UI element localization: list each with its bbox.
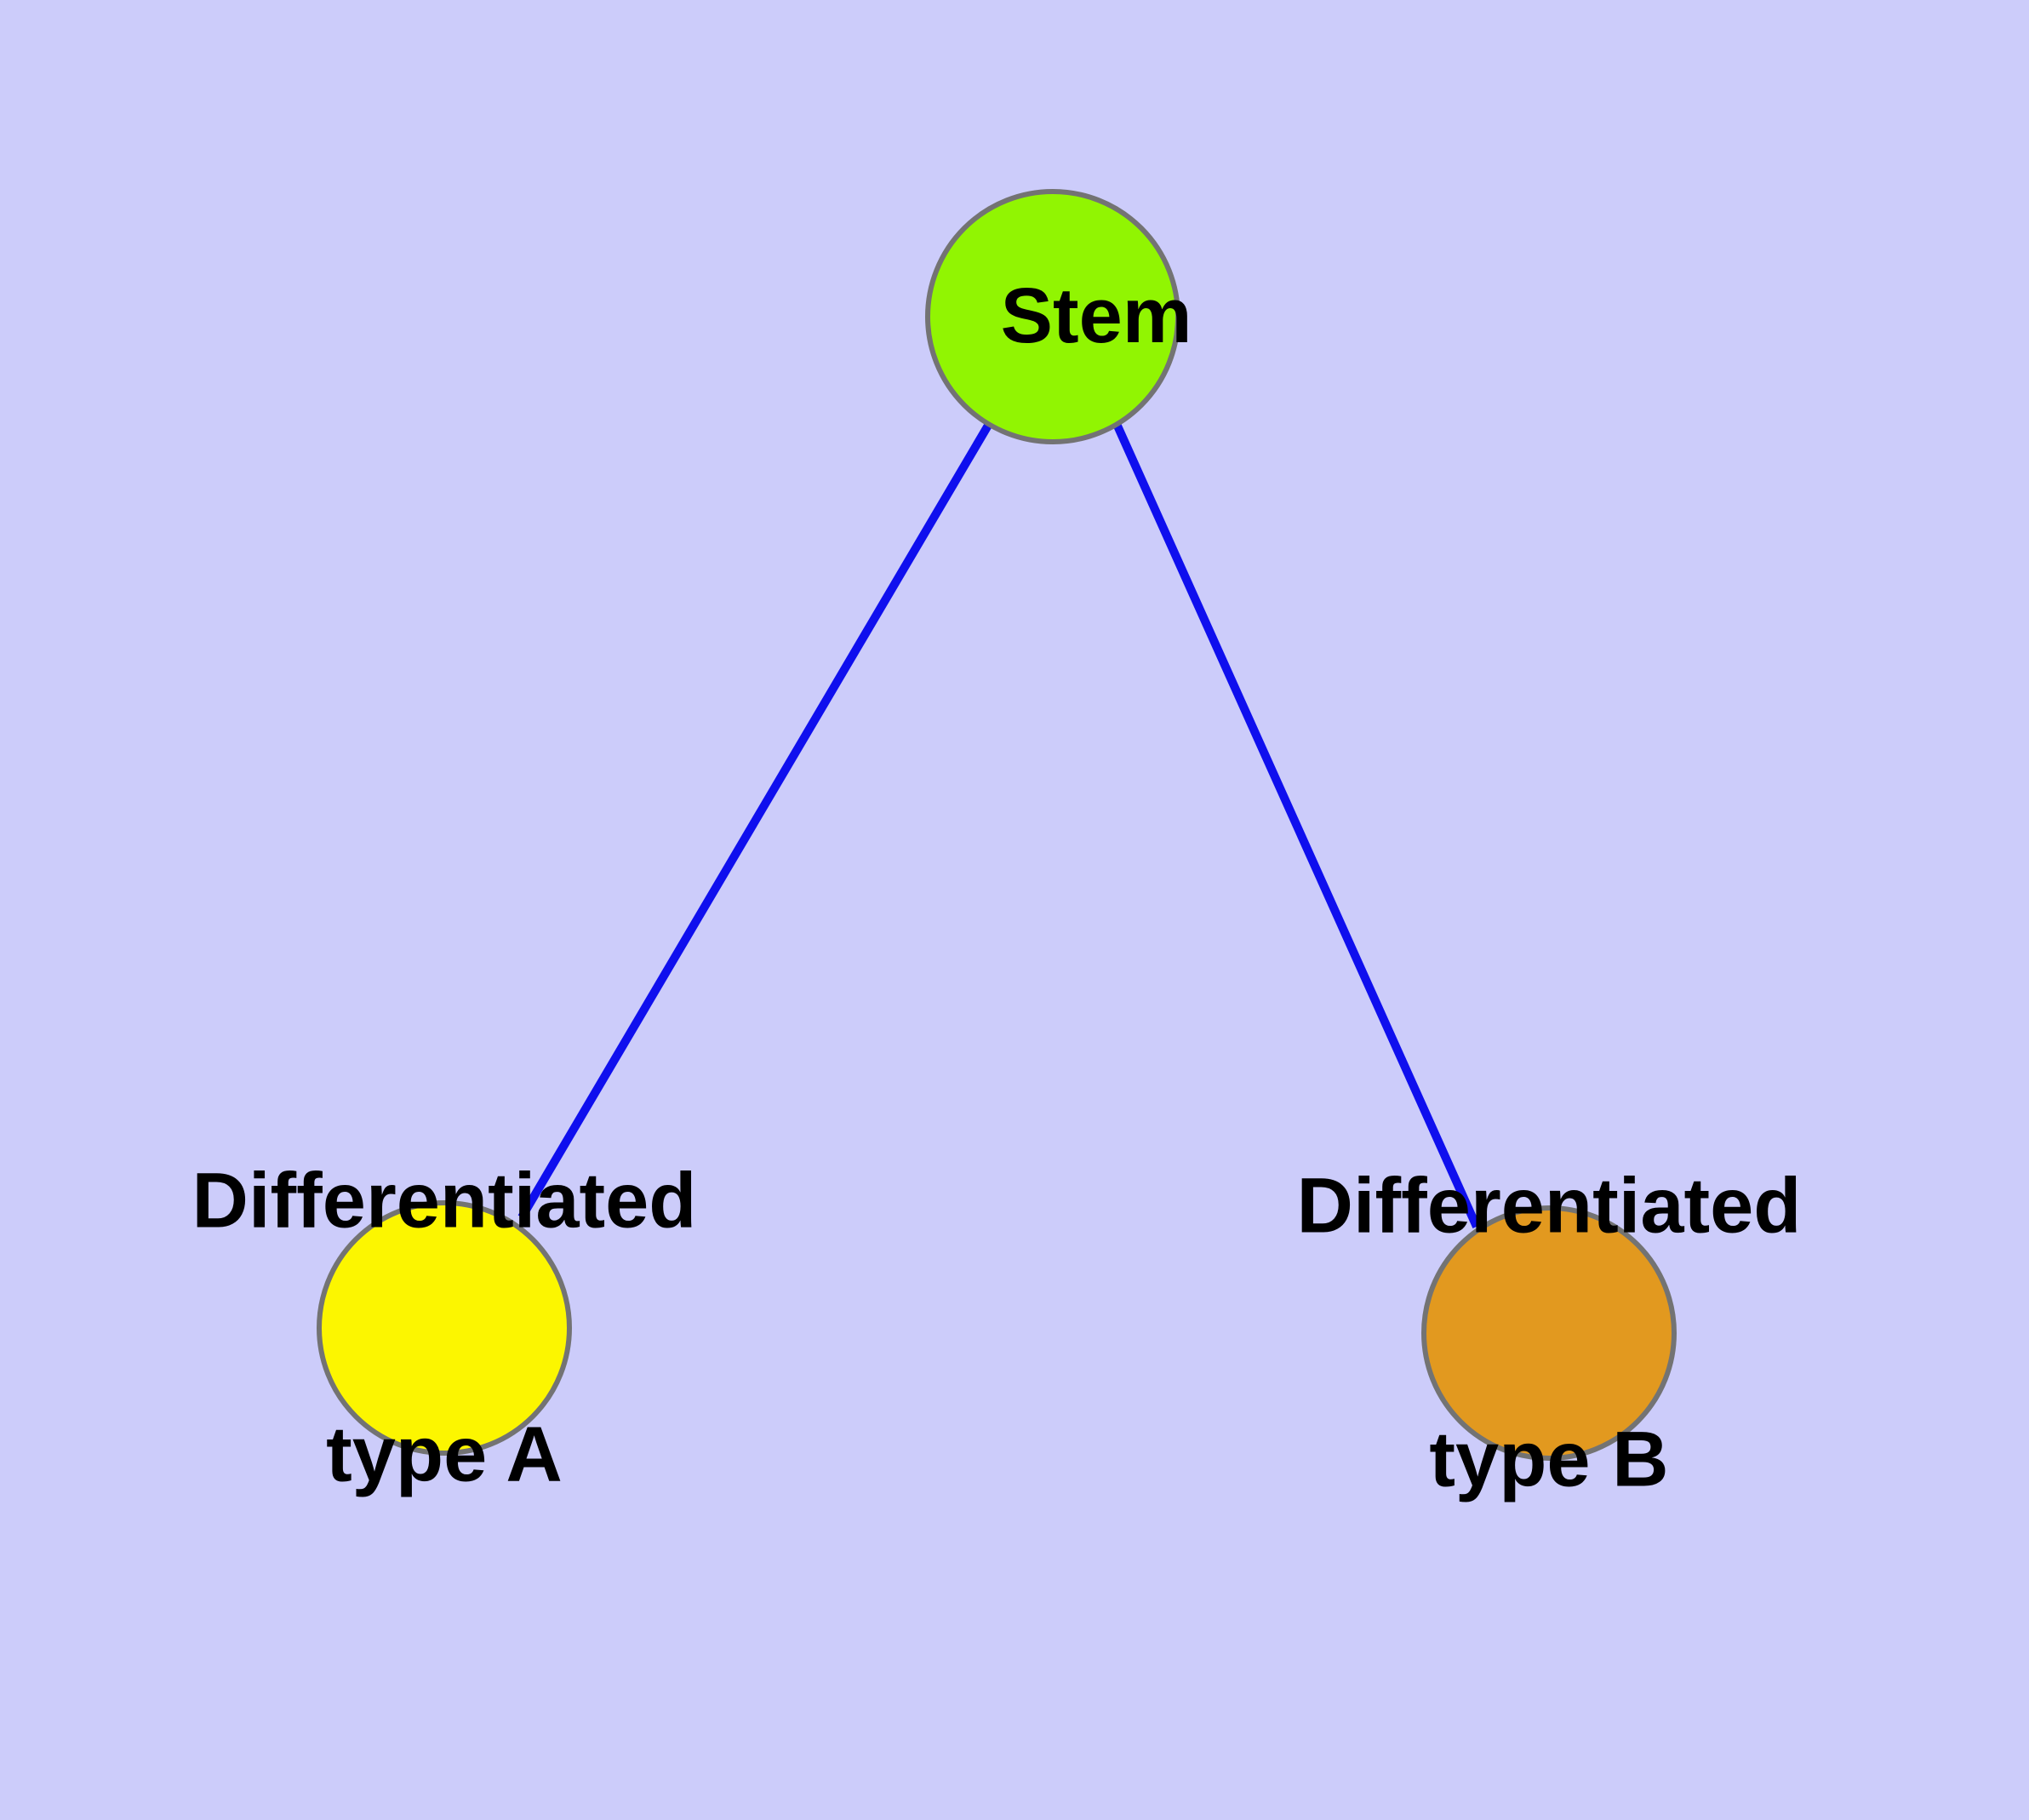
node-circle-diff-b[interactable] (1421, 1205, 1677, 1461)
node-layer (317, 189, 1677, 1461)
node-circle-diff-a[interactable] (317, 1200, 572, 1456)
node-circle-stem[interactable] (925, 189, 1180, 444)
edge-stem-to-diff-b[interactable] (1112, 421, 1481, 1229)
edge-layer (517, 421, 1481, 1229)
edge-stem-to-diff-a[interactable] (517, 421, 993, 1220)
